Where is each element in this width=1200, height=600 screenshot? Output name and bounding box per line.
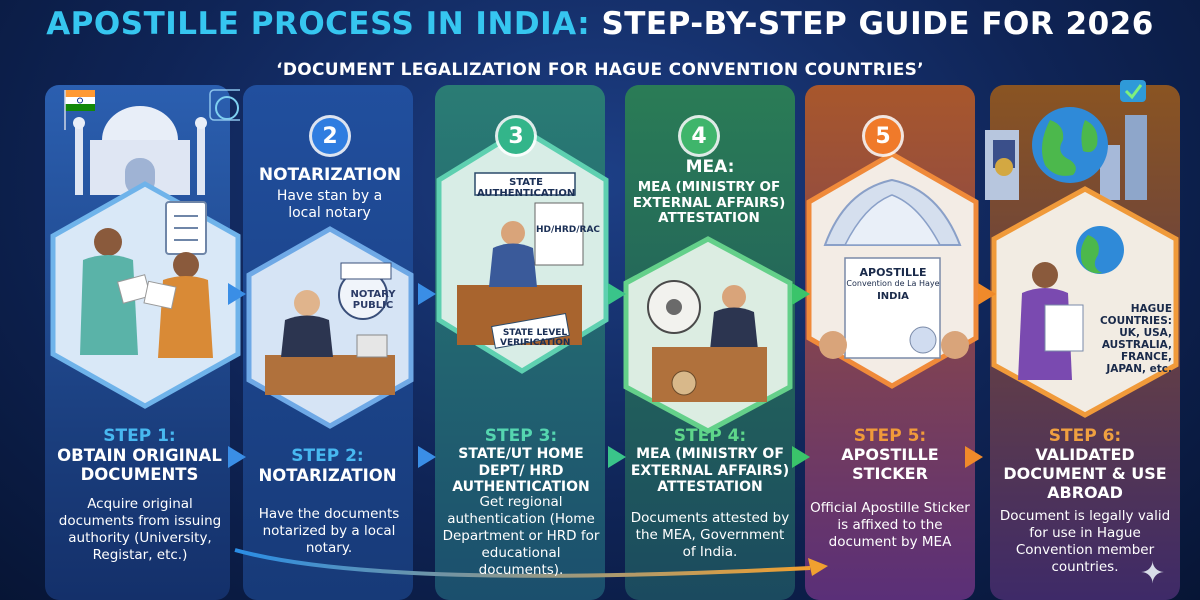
step-6-name: VALIDATED DOCUMENT & USE ABROAD [1003,445,1167,502]
step-2-top-description: Have stan by a local notary [276,188,383,221]
step-3-card [436,126,609,374]
step-3-name: STATE/UT HOME DEPT/ HRD AUTHENTICATION [452,446,590,496]
step-2-description: Have the documents notarized by a local … [258,506,400,556]
step-1-name: OBTAIN ORIGINAL DOCUMENTS [57,446,222,485]
step-3-label: STEP 3: [484,426,558,446]
step-4-label: STEP 4: [673,426,747,446]
step-3-number-badge: 3 [498,118,534,154]
title-part-2: STEP-BY-STEP GUIDE FOR 2026 [601,6,1154,42]
arrow-2-3-icon [418,283,436,305]
state-level-verification-sign: STATE LEVEL VERIFICATION [500,328,571,348]
step-2-number-badge: 2 [312,118,348,154]
page-subtitle: ‘DOCUMENT LEGALIZATION FOR HAGUE CONVENT… [276,60,924,80]
apostille-sticker-convention: Convention de La Haye [846,279,940,288]
step-4-top-description: MEA (MINISTRY OF EXTERNAL AFFAIRS) ATTES… [632,179,786,227]
sparkle-icon: ✦ [1140,556,1166,591]
hague-countries-label: HAGUE COUNTRIES: UK, USA, AUSTRALIA, FRA… [1099,303,1172,375]
lower-arrow-1-2-icon [228,446,246,468]
step-6-label: STEP 6: [1048,426,1122,446]
step-4-name: MEA (MINISTRY OF EXTERNAL AFFAIRS) ATTES… [630,446,790,496]
step-5-name: APOSTILLE STICKER [841,445,939,483]
step-5-label: STEP 5: [853,426,927,446]
step-2-card [246,226,414,429]
step-5-number-badge: 5 [865,118,901,154]
step-6-description: Document is legally valid for use in Hag… [999,508,1171,575]
step-1-card [50,181,241,409]
step-6-card [991,186,1179,418]
title-part-1: APOSTILLE PROCESS IN INDIA: [46,6,591,42]
step-4-card [623,236,793,434]
step-2-name: NOTARIZATION [258,466,397,485]
step-2-top-label: NOTARIZATION [258,165,402,185]
step-2-label: STEP 2: [291,446,364,466]
lower-arrow-4-5-icon [792,446,810,468]
step-3-description: Get regional authentication (Home Depart… [442,494,600,578]
step-5-description: Official Apostille Sticker is affixed to… [810,500,970,550]
arrow-1-2-icon [228,283,246,305]
arrow-5-6-icon [978,283,996,305]
arrow-4-5-icon [792,283,810,305]
step-1-label: STEP 1: [103,426,176,446]
arrow-3-4-icon [608,283,626,305]
step-4-number-badge: 4 [681,118,717,154]
lower-arrow-3-4-icon [608,446,626,468]
lower-arrow-5-6-icon [965,446,983,468]
step-4-top-label: MEA: [685,157,735,177]
step-5-card [806,151,979,389]
apostille-sticker-country: INDIA [877,291,909,302]
step-1-description: Acquire original documents from issuing … [58,496,222,563]
hd-hrd-rac-stamp: HD/HRD/RAC [536,225,601,235]
progress-arrow-icon [234,548,828,578]
page-title: APOSTILLE PROCESS IN INDIA: STEP-BY-STEP… [0,6,1200,42]
globe-illustration [985,80,1147,200]
lower-arrow-2-3-icon [418,446,436,468]
notary-seal-label: NOTARY PUBLIC [350,289,396,311]
state-authentication-sign: STATE AUTHENTICATION [477,177,576,199]
apostille-sticker-title: APOSTILLE [859,266,927,279]
step-4-description: Documents attested by the MEA, Governmen… [630,510,790,560]
